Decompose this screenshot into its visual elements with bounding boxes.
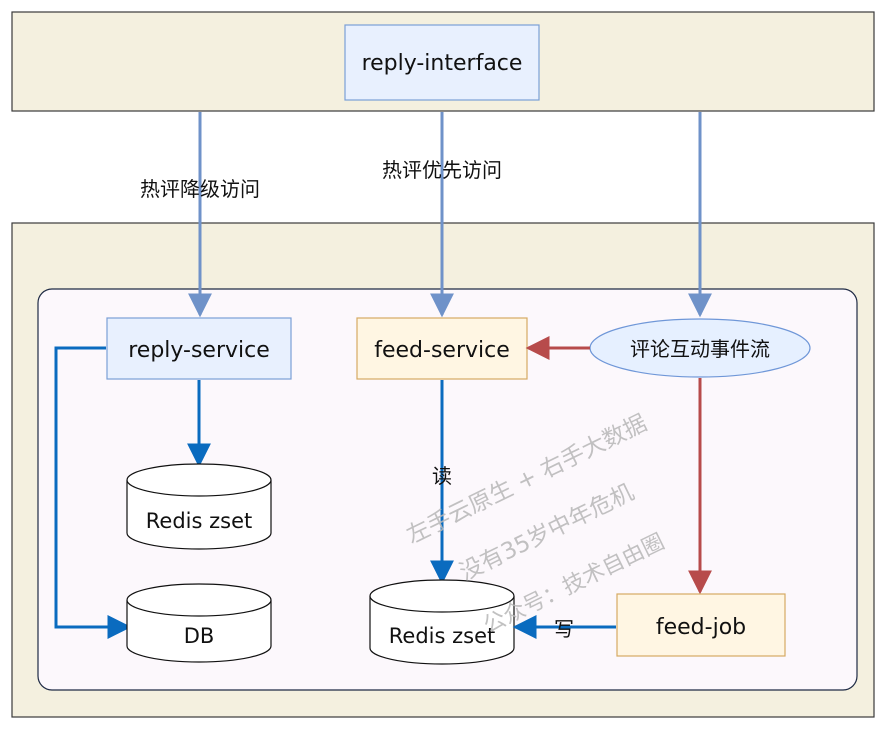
read-label: 读 [432, 464, 452, 488]
degrade-access-label: 热评降级访问 [140, 177, 260, 201]
reply-interface-node [344, 24, 540, 101]
db-label: DB [184, 624, 215, 648]
feed-job-label: feed-job [656, 615, 746, 640]
reply-to-db-arrow [54, 346, 132, 639]
reply-service-node [106, 317, 292, 380]
center-redis-label: Redis zset [389, 624, 495, 648]
db-cylinder [126, 583, 272, 663]
priority-access-label: 热评优先访问 [382, 158, 502, 182]
feed-service-node [356, 317, 528, 380]
center-redis-cylinder [369, 579, 515, 665]
feed-service-label: feed-service [374, 338, 510, 363]
left-redis-cylinder [126, 463, 272, 550]
event-stream-label: 评论互动事件流 [630, 337, 770, 361]
reply-interface-label: reply-interface [362, 51, 523, 76]
reply-service-label: reply-service [128, 338, 270, 363]
left-redis-label: Redis zset [146, 509, 252, 533]
feed-job-node [616, 593, 786, 657]
write-label: 写 [554, 617, 574, 641]
